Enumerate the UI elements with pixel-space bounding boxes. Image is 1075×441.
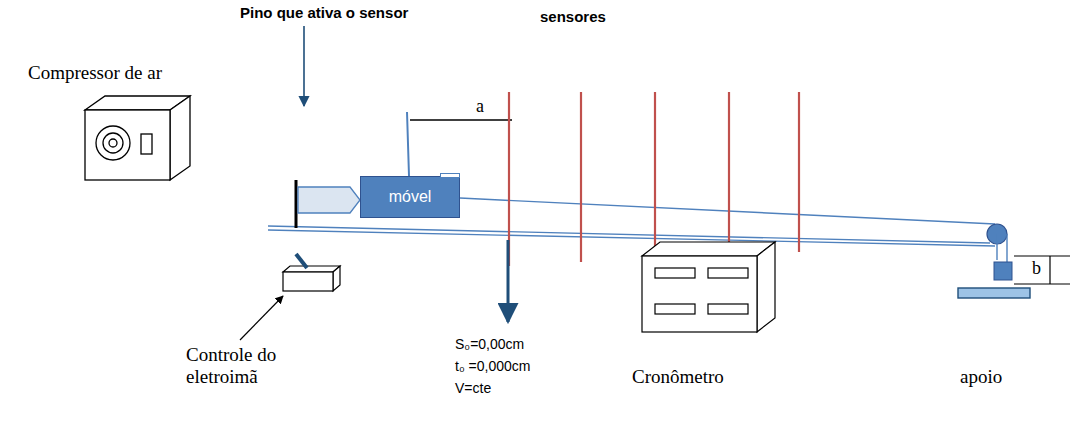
electromagnet-control bbox=[283, 254, 340, 291]
initial-condition: V=cte bbox=[455, 380, 491, 396]
support-plate bbox=[958, 288, 1030, 298]
string bbox=[996, 234, 997, 260]
part-name: Compressor de ar bbox=[28, 62, 162, 84]
stopwatch-box bbox=[642, 242, 775, 332]
cart-label: móvel bbox=[389, 188, 432, 206]
hanging-mass bbox=[994, 262, 1012, 280]
initial-condition: t₀ =0,000cm bbox=[455, 358, 530, 374]
electromagnet bbox=[298, 187, 360, 213]
sensor-lines bbox=[509, 92, 799, 266]
cart-marker bbox=[440, 173, 460, 178]
annotation: Pino que ativa o sensor bbox=[240, 4, 408, 21]
pin-pointer-arrow bbox=[303, 26, 305, 106]
initial-condition: S₀=0,00cm bbox=[455, 336, 524, 352]
stopper-bar bbox=[295, 180, 298, 228]
cart-box: móvel bbox=[360, 176, 460, 218]
air-compressor bbox=[85, 96, 190, 180]
annotation: sensores bbox=[540, 8, 606, 25]
dimension-b bbox=[1014, 256, 1070, 284]
string bbox=[1006, 234, 1007, 262]
part-name: apoio bbox=[960, 366, 1002, 388]
sensor-pin bbox=[407, 112, 409, 176]
origin-arrow bbox=[507, 240, 510, 322]
part-name: Cronômetro bbox=[632, 366, 724, 388]
dimension-label: a bbox=[476, 96, 484, 117]
dimension-line bbox=[410, 119, 512, 120]
part-name: Controle do eletroimã bbox=[186, 344, 298, 388]
leader-arrow bbox=[240, 296, 283, 340]
dimension-label: b bbox=[1032, 258, 1041, 279]
